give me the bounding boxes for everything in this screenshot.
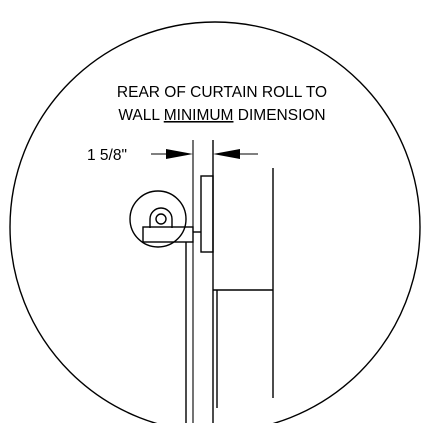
dimension-label: 1 5/8" <box>87 147 127 164</box>
bracket-pin <box>155 213 167 225</box>
bracket-arm <box>142 226 194 243</box>
mounting-plate <box>200 175 214 253</box>
title-line-1: REAR OF CURTAIN ROLL TO <box>117 84 327 101</box>
title-line-2: WALL MINIMUM DIMENSION <box>118 107 325 124</box>
title-line-2-emph: MINIMUM <box>164 107 234 124</box>
detail-circle <box>9 21 421 423</box>
title-line-2-pre: WALL <box>118 107 163 124</box>
bracket-pin-housing <box>149 207 173 228</box>
right-arrowhead <box>213 149 240 159</box>
curtain-roll <box>129 190 187 248</box>
title-line-2-post: DIMENSION <box>233 107 325 124</box>
left-arrowhead <box>166 149 193 159</box>
dimension-arrows <box>151 149 258 159</box>
